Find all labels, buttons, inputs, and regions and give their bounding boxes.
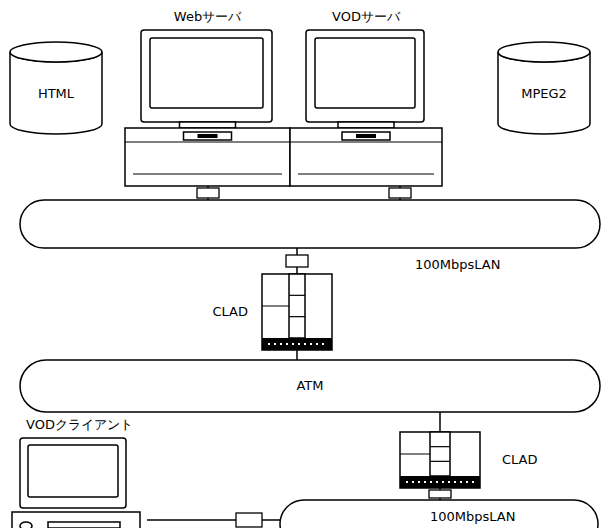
clad-device: CLAD [262, 274, 332, 350]
server-computer-outline [290, 8, 442, 186]
node-label: VODクライアント [12, 416, 147, 434]
clad-device: CLAD [400, 432, 480, 488]
lan-band: 100MbpsLAN [280, 500, 598, 528]
network-link [439, 412, 441, 432]
atm-network: ATM [20, 360, 600, 412]
lan-band-outline [20, 200, 600, 248]
transceiver-box [197, 188, 219, 198]
node-label: HTML [10, 85, 102, 103]
clad-device-outline [400, 432, 480, 488]
node-label: Webサーバ [125, 8, 290, 26]
transceiver-box [389, 188, 411, 198]
node-label: 100MbpsLAN [415, 256, 500, 274]
client-computer: VODクライアント [12, 416, 147, 528]
server-computer-outline [125, 8, 290, 186]
node-label: CLAD [502, 451, 538, 469]
lan-band: 100MbpsLAN [20, 200, 600, 248]
node-label: 100MbpsLAN [430, 508, 515, 526]
transceiver-box [429, 490, 451, 498]
server-computer: VODサーバ [290, 8, 442, 186]
node-label: ATM [20, 377, 600, 395]
node-label: MPEG2 [498, 85, 590, 103]
transceiver-box [236, 513, 262, 527]
storage-cylinder: HTML [10, 42, 102, 134]
transceiver-box [286, 255, 308, 267]
node-label: VODサーバ [290, 8, 442, 26]
storage-cylinder: MPEG2 [498, 42, 590, 134]
node-label: CLAD [212, 303, 248, 321]
client-computer-outline [12, 416, 147, 528]
network-link [296, 350, 298, 360]
clad-device-outline [262, 274, 332, 350]
server-computer: Webサーバ [125, 8, 290, 186]
